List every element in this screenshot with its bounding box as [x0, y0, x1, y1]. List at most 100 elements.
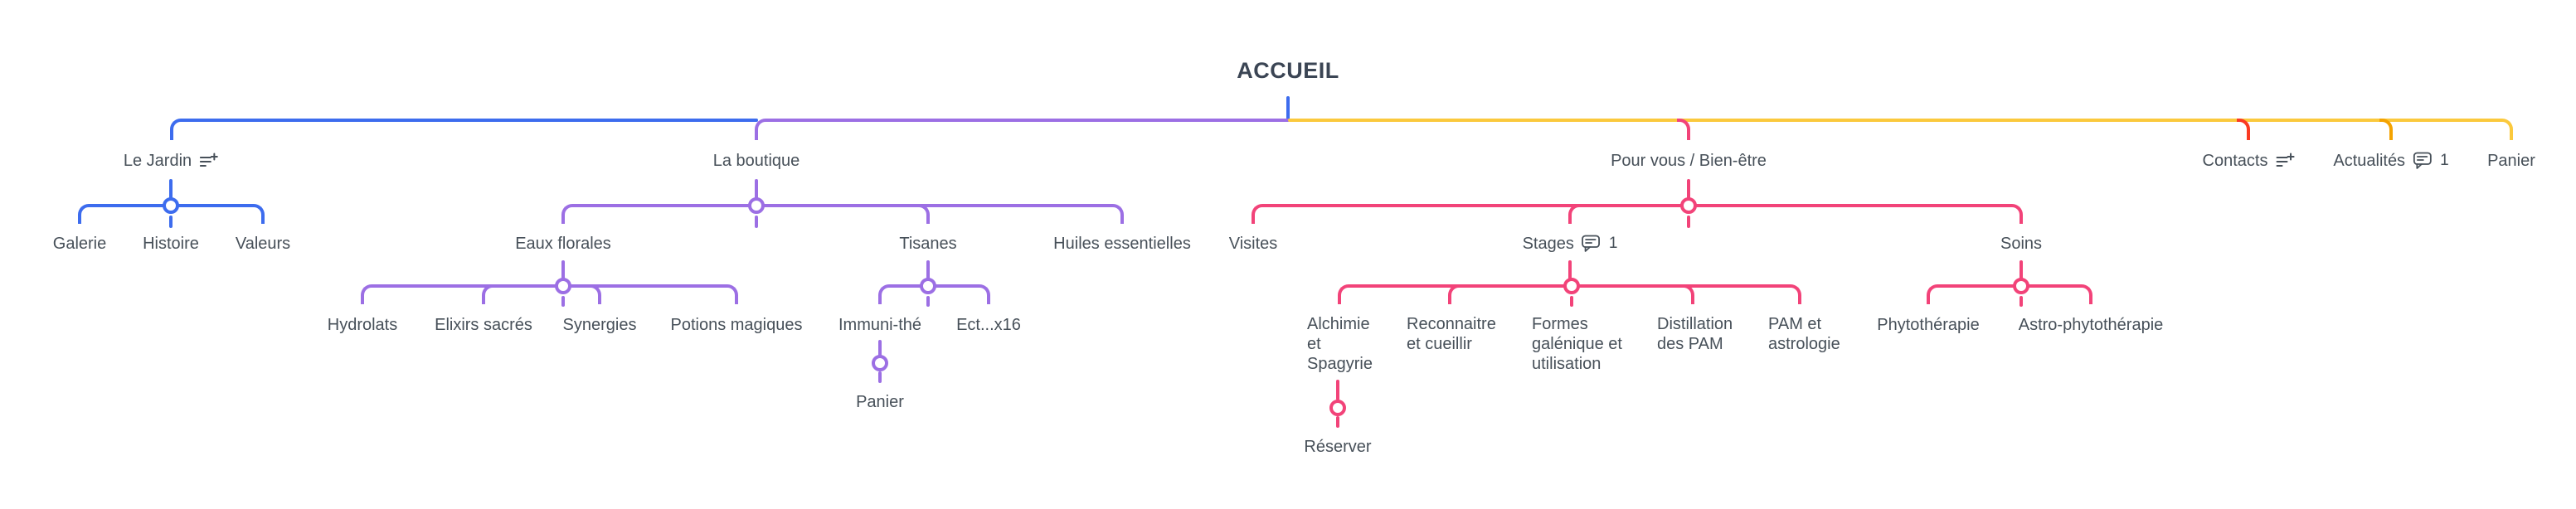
node-reconnaitre-cueillir[interactable]: Reconnaitre et cueillir	[1407, 315, 1496, 353]
node-immuni-the[interactable]: Immuni-thé	[838, 316, 922, 334]
connector	[755, 216, 758, 228]
comments-count: 1	[1608, 235, 1618, 252]
connector	[169, 179, 173, 207]
drop-eaux-florales	[561, 204, 575, 224]
drop-reconnaitre	[1448, 284, 1461, 304]
junction-circle	[748, 197, 765, 214]
drop-tisanes	[916, 204, 930, 224]
junction-circle	[555, 278, 571, 294]
root-node-accueil[interactable]: ACCUEIL	[1237, 58, 1339, 83]
node-galerie[interactable]: Galerie	[52, 235, 107, 253]
rail-yellow	[1288, 119, 2501, 122]
drop-alchimie	[1338, 284, 1351, 304]
node-panier[interactable]: Panier	[2487, 152, 2535, 170]
root-connector	[1286, 96, 1290, 120]
drop-hydrolats	[361, 284, 374, 304]
rail-eaux-children	[372, 284, 727, 288]
drop-valeurs	[251, 204, 265, 224]
node-actualites[interactable]: Actualités 1	[2333, 150, 2448, 172]
drop-pour-vous	[1677, 119, 1690, 140]
node-elixirs-sacres[interactable]: Elixirs sacrés	[435, 316, 532, 334]
drop-potions	[725, 284, 738, 304]
node-histoire[interactable]: Histoire	[143, 235, 199, 253]
node-stages[interactable]: Stages 1	[1523, 233, 1618, 254]
node-synergies[interactable]: Synergies	[562, 316, 637, 334]
drop-le-jardin	[170, 119, 183, 140]
node-tisanes[interactable]: Tisanes	[899, 235, 957, 253]
junction-circle	[163, 197, 179, 214]
node-actualites-label: Actualités	[2333, 152, 2406, 170]
drop-actualites	[2379, 119, 2393, 140]
junction-circle	[1680, 197, 1697, 214]
drop-distillation	[1681, 284, 1694, 304]
drop-visites	[1252, 204, 1265, 224]
junction-circle	[872, 355, 888, 371]
node-hydrolats[interactable]: Hydrolats	[327, 316, 398, 334]
connector	[878, 371, 882, 383]
node-la-boutique[interactable]: La boutique	[712, 152, 800, 170]
connector	[1336, 380, 1339, 400]
rail-soins-children	[1938, 284, 2081, 288]
comments-icon[interactable]	[2413, 152, 2433, 170]
node-le-jardin[interactable]: Le Jardin	[123, 150, 219, 172]
node-huiles-essentielles[interactable]: Huiles essentielles	[1053, 235, 1191, 253]
connector	[561, 260, 565, 288]
node-phytotherapie[interactable]: Phytothérapie	[1877, 316, 1980, 334]
notes-add-icon[interactable]	[2275, 153, 2295, 169]
node-eaux-florales[interactable]: Eaux florales	[515, 235, 611, 253]
drop-la-boutique	[755, 119, 768, 140]
connector	[926, 296, 930, 307]
node-pam-astrologie[interactable]: PAM et astrologie	[1768, 315, 1840, 353]
drop-synergies	[588, 284, 601, 304]
connector	[1687, 179, 1690, 207]
comments-icon[interactable]	[1582, 235, 1601, 253]
node-pour-vous[interactable]: Pour vous / Bien-être	[1611, 152, 1767, 170]
drop-pam	[1788, 284, 1801, 304]
node-contacts-label: Contacts	[2202, 152, 2268, 170]
drop-immuni-the	[878, 284, 892, 304]
drop-panier	[2500, 119, 2513, 140]
junction-circle	[1329, 400, 1346, 416]
node-potions-magiques[interactable]: Potions magiques	[670, 316, 803, 334]
drop-ect	[977, 284, 990, 304]
connector	[878, 340, 882, 356]
drop-contacts	[2237, 119, 2250, 140]
rail-boutique-children	[573, 204, 1112, 207]
connector	[1336, 416, 1339, 428]
drop-astro	[2079, 284, 2092, 304]
node-stages-label: Stages	[1522, 235, 1574, 253]
node-panier-boutique[interactable]: Panier	[856, 393, 904, 411]
node-valeurs[interactable]: Valeurs	[235, 235, 291, 253]
node-formes-galenique[interactable]: Formes galénique et utilisation	[1532, 315, 1622, 373]
connector	[2019, 296, 2023, 307]
connector	[2019, 260, 2023, 288]
drop-phytotherapie	[1927, 284, 1940, 304]
junction-circle	[2013, 278, 2029, 294]
rail-blue	[180, 119, 758, 122]
drop-soins	[2010, 204, 2023, 224]
node-soins[interactable]: Soins	[2000, 235, 2043, 253]
drop-galerie	[78, 204, 91, 224]
node-ect-x16[interactable]: Ect...x16	[956, 316, 1021, 334]
node-reserver[interactable]: Réserver	[1304, 438, 1372, 456]
connector	[926, 260, 930, 288]
node-astro-phytotherapie[interactable]: Astro-phytothérapie	[2018, 316, 2164, 334]
connector	[1570, 296, 1573, 307]
node-distillation-pam[interactable]: Distillation des PAM	[1657, 315, 1733, 353]
drop-huiles	[1111, 204, 1124, 224]
drop-elixirs	[482, 284, 495, 304]
connector	[561, 296, 565, 307]
connector	[169, 216, 173, 228]
node-le-jardin-label: Le Jardin	[123, 152, 192, 170]
notes-add-icon[interactable]	[199, 153, 219, 169]
rail-pourvous-children	[1263, 204, 2011, 207]
drop-stages	[1568, 204, 1582, 224]
node-alchimie-spagyrie[interactable]: Alchimie et Spagyrie	[1307, 315, 1373, 373]
rail-purple	[766, 119, 1290, 122]
connector	[755, 179, 758, 207]
comments-count: 1	[2440, 152, 2449, 169]
node-contacts[interactable]: Contacts	[2203, 150, 2295, 172]
node-visites[interactable]: Visites	[1228, 235, 1278, 253]
junction-circle	[1563, 278, 1580, 294]
